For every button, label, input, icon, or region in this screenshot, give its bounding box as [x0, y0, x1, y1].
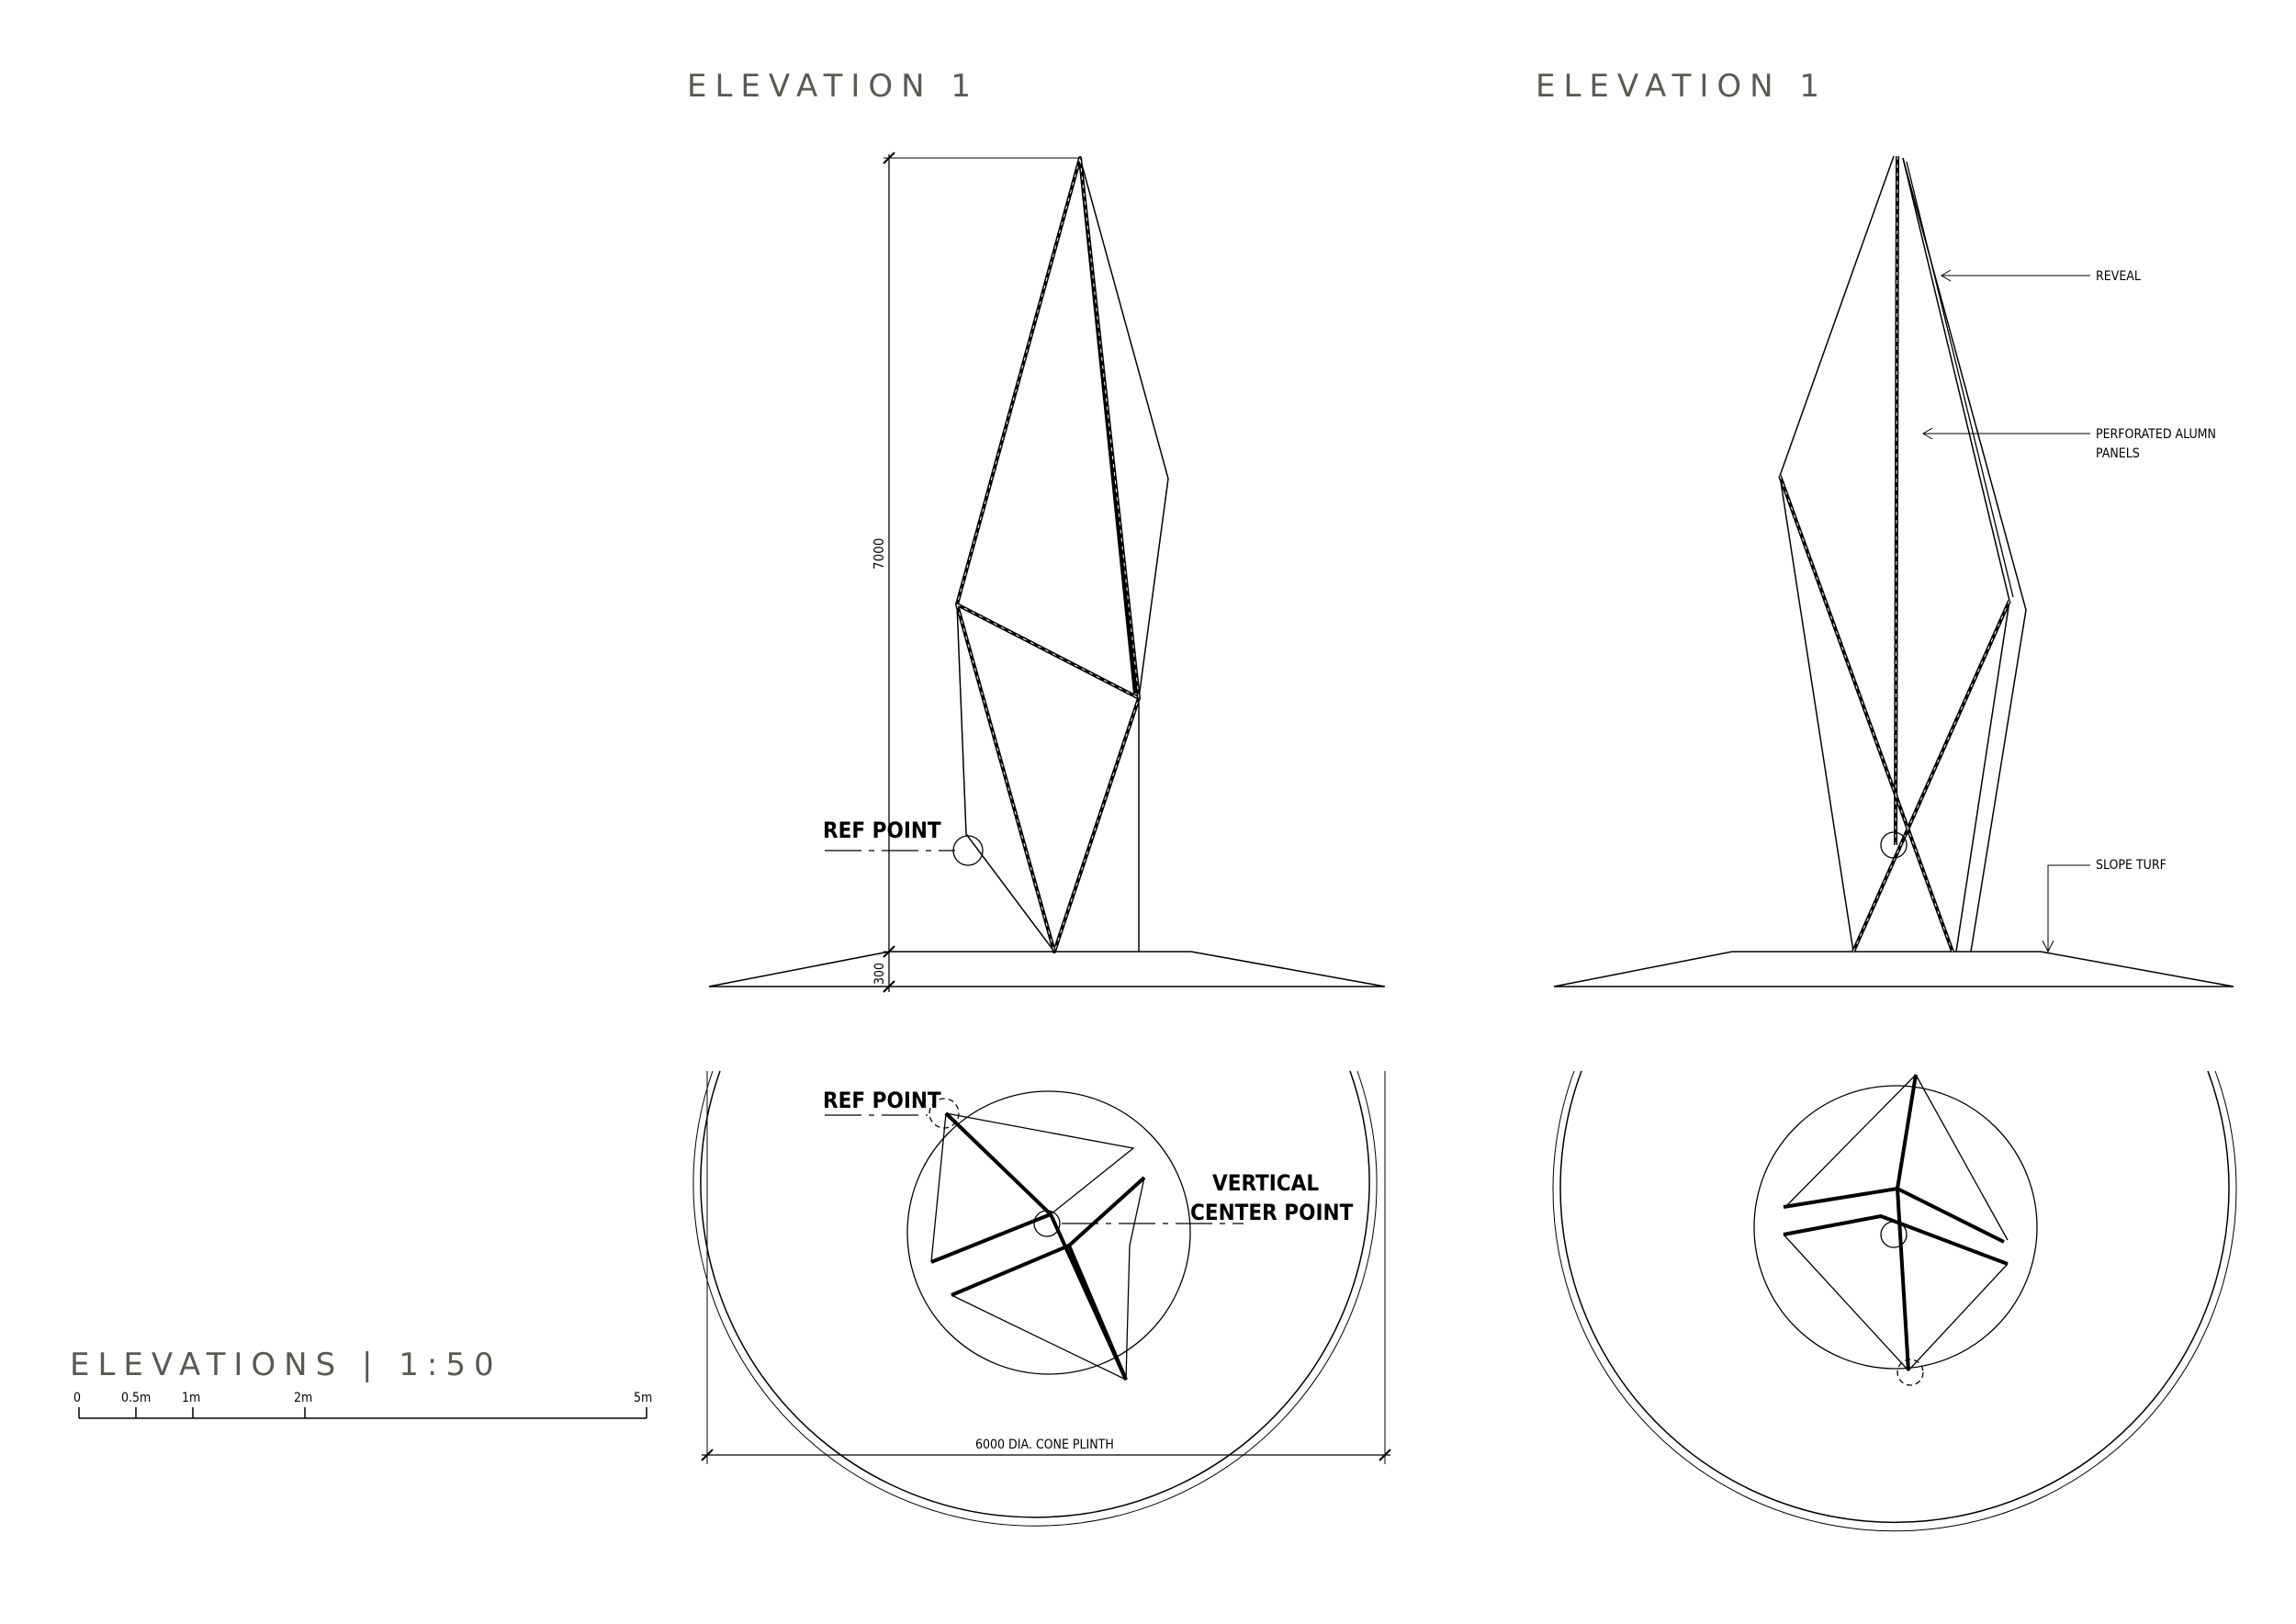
right-center-marker	[1880, 1221, 1908, 1248]
height-dimension-text: 7000	[871, 538, 887, 570]
elevation-right-title: ELEVATION 1	[1536, 68, 1829, 105]
slope-turf-leader	[2047, 864, 2090, 952]
left-plan-crystal	[930, 1111, 1146, 1381]
left-inner-circle	[906, 1090, 1191, 1375]
right-outline	[1779, 155, 1895, 953]
scale-tick-1m: 1m	[182, 1391, 200, 1405]
left-plan	[692, 1070, 1391, 1527]
left-ref-edge	[956, 603, 1055, 953]
left-back-edge	[1079, 157, 1169, 952]
perforated-label-line2: PANELS	[2096, 446, 2140, 461]
scale-tick-0: 0	[73, 1391, 81, 1405]
left-plinth-section	[708, 951, 1386, 987]
right-plinth-circle	[1559, 1070, 2230, 1524]
right-inner-circle	[1753, 1085, 2038, 1370]
right-elevation	[1553, 155, 2234, 987]
scale-tick-2m: 2m	[294, 1391, 312, 1405]
right-plan-crystal	[1783, 1074, 2009, 1371]
ref-point-elevation-label: REF POINT	[823, 818, 941, 843]
vertical-center-label-1: VERTICAL	[1212, 1170, 1319, 1196]
scale-bar	[78, 1407, 647, 1419]
reveal-label: REVEAL	[2096, 269, 2141, 284]
left-crystal	[955, 156, 1141, 953]
scale-title: ELEVATIONS | 1:50	[70, 1347, 502, 1383]
slope-turf-label: SLOPE TURF	[2096, 858, 2167, 873]
right-plan	[1552, 1070, 2237, 1532]
right-plinth-section	[1553, 951, 2234, 987]
vertical-center-marker	[1033, 1210, 1061, 1237]
elevation-left-title: ELEVATION 1	[687, 68, 980, 105]
ref-point-plan-marker	[929, 1098, 960, 1129]
vertical-center-label-2: CENTER POINT	[1190, 1200, 1354, 1225]
left-crystal-dash	[956, 157, 1140, 953]
perforated-label-line1: PERFORATED ALUMN	[2096, 427, 2216, 442]
left-elevation	[708, 152, 1386, 993]
ref-point-plan-label: REF POINT	[823, 1088, 941, 1113]
base-dimension-text: 300	[872, 963, 887, 985]
left-plinth-circle	[700, 1070, 1370, 1518]
reveal-edge	[1906, 161, 2014, 598]
scale-tick-5m: 5m	[634, 1391, 652, 1405]
right-ref-marker	[1896, 1359, 1924, 1386]
scale-tick-0-5m: 0.5m	[121, 1391, 151, 1405]
plinth-dimension-text: 6000 DIA. CONE PLINTH	[975, 1438, 1114, 1452]
ref-point-right-marker	[1880, 831, 1908, 859]
